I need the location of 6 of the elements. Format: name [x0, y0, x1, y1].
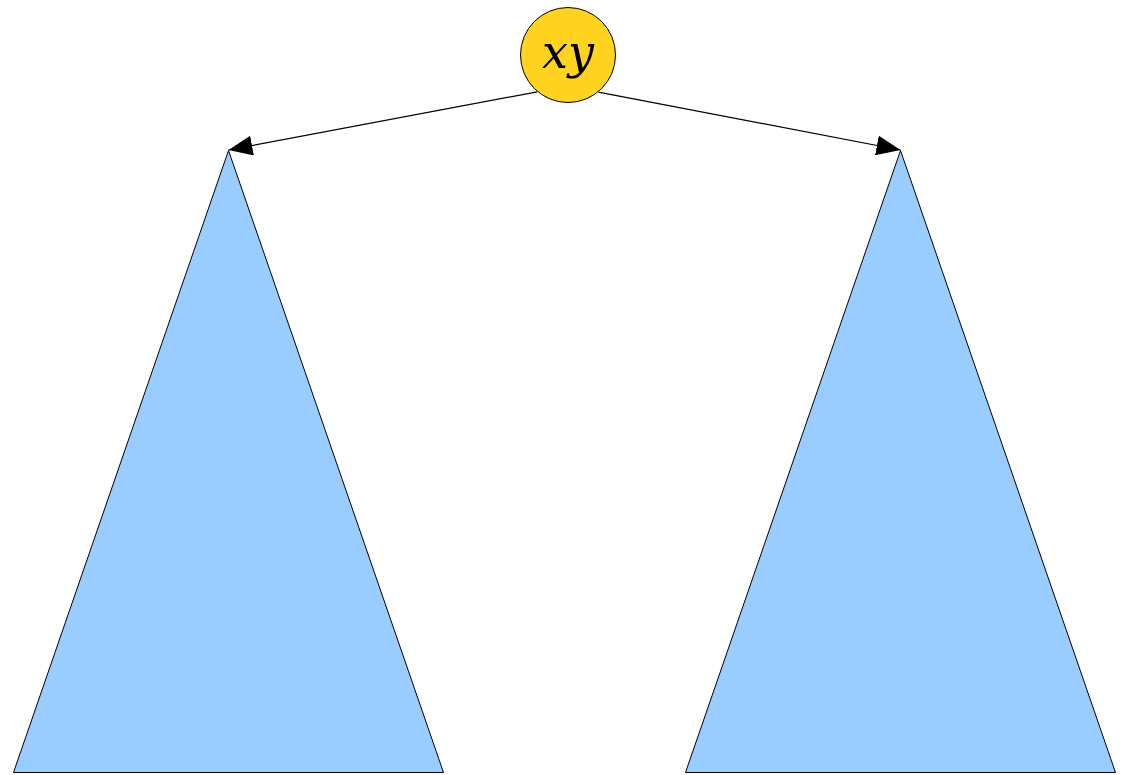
node-circle — [520, 7, 616, 103]
arrow — [597, 91, 902, 156]
subtree-triangle — [685, 150, 1116, 773]
node-label: xy — [542, 29, 594, 81]
subtree-triangle — [13, 150, 444, 773]
arrow — [227, 91, 538, 156]
